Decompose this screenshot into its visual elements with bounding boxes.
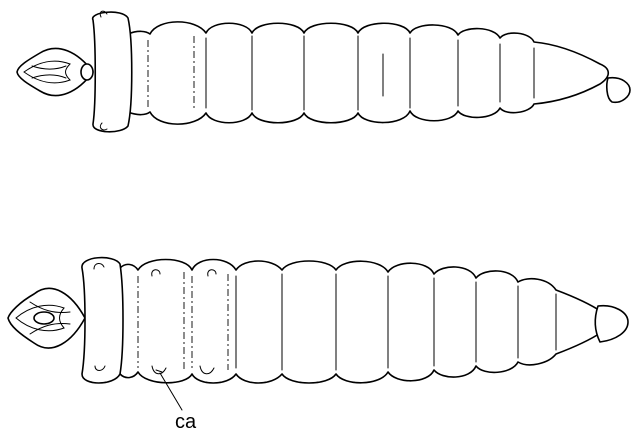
- larva-bottom-anal-lobe: [595, 306, 628, 342]
- larva-top-pronotum: [93, 12, 132, 132]
- larva-bottom-prothorax: [82, 258, 123, 383]
- larva-top: [17, 11, 630, 132]
- larva-top-head: [17, 48, 93, 95]
- larva-bottom: [8, 258, 628, 383]
- larva-bottom-head: [8, 288, 85, 348]
- larva-top-anal-lobe: [607, 78, 630, 103]
- larva-top-body: [128, 22, 608, 124]
- label-ca: ca: [175, 411, 197, 433]
- larva-bottom-body: [120, 260, 610, 384]
